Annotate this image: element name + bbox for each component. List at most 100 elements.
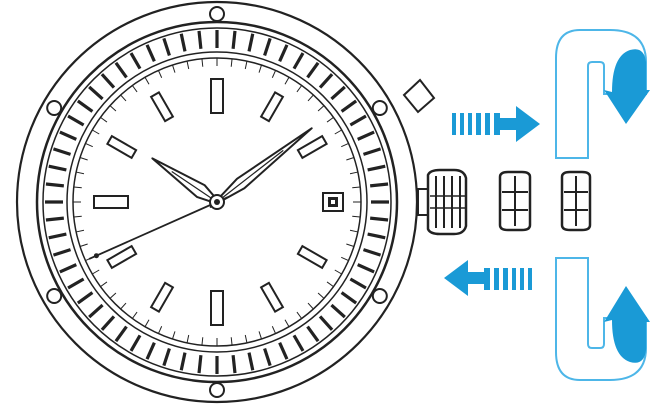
minute-tick: [144, 77, 150, 85]
rehaut-ring: [66, 51, 368, 353]
bezel-tick: [59, 130, 77, 141]
case-screw: [46, 100, 63, 116]
bezel-tick: [340, 99, 358, 113]
minute-tick: [172, 331, 176, 340]
minute-tick: [144, 319, 150, 327]
rotate-counterclockwise-up-icon: [555, 257, 650, 381]
bezel-tick: [52, 147, 72, 156]
bezel-tick: [306, 61, 320, 79]
minute-tick: [120, 94, 127, 102]
minute-tick: [201, 337, 204, 346]
minute-tick: [186, 61, 190, 70]
minute-tick: [157, 326, 163, 334]
center-pin-dot: [214, 199, 220, 205]
hour-markers: [93, 78, 329, 326]
bezel-tick: [145, 44, 156, 62]
bezel-tick: [292, 334, 305, 352]
minute-tick: [296, 311, 303, 319]
bezel-tick: [349, 277, 367, 290]
minute-tick: [271, 326, 277, 334]
bezel-tick: [114, 61, 128, 79]
minute-tick: [284, 77, 290, 85]
crown-step-3: [560, 170, 592, 232]
bezel-tick: [292, 52, 305, 70]
minute-tick: [186, 334, 190, 343]
bezel-tick: [45, 216, 65, 222]
bezel-tick: [349, 114, 367, 127]
bezel-tick: [357, 263, 375, 274]
bezel-tick: [367, 232, 386, 240]
minute-tick: [92, 269, 100, 275]
minute-tick: [92, 129, 100, 135]
hour-marker-2: [296, 134, 329, 160]
hour-hand-center-line: [171, 170, 218, 203]
bezel-tick: [162, 37, 171, 57]
bezel-tick: [369, 216, 389, 222]
minute-tick: [109, 292, 117, 299]
minute-tick: [100, 281, 108, 288]
hour-marker-6: [210, 290, 224, 326]
minute-tick: [334, 129, 342, 135]
minute-tick: [307, 302, 314, 310]
minute-tick: [120, 302, 127, 310]
minute-tick: [296, 85, 303, 93]
bezel-tick: [129, 334, 142, 352]
minute-tick: [346, 157, 355, 161]
bezel-tick: [48, 164, 67, 172]
minute-tick: [352, 215, 361, 218]
minute-tick: [76, 229, 85, 233]
bezel-tick: [247, 33, 255, 52]
minute-tick: [157, 70, 163, 78]
minute-tick: [352, 186, 361, 189]
case-screw: [371, 288, 388, 304]
watch: [15, 0, 468, 404]
minute-tick: [131, 85, 138, 93]
bezel-tick: [100, 73, 116, 89]
bezel-tick: [162, 347, 171, 367]
minute-tick: [73, 215, 82, 218]
crown: [417, 168, 468, 236]
bezel-tick: [362, 248, 382, 257]
bezel-tick: [76, 99, 94, 113]
minute-tick: [76, 171, 85, 175]
crown-step-2: [498, 170, 532, 232]
minute-tick: [334, 269, 342, 275]
minute-hand-center-line: [216, 149, 284, 203]
dashed-right-arrow-icon: [452, 106, 540, 142]
minute-tick: [317, 292, 325, 299]
hour-marker-7: [149, 281, 175, 314]
minute-tick: [79, 243, 88, 247]
minute-tick: [230, 58, 233, 67]
minute-tick: [131, 311, 138, 319]
bezel-tick: [367, 164, 386, 172]
bezel-tick: [145, 342, 156, 360]
bezel-tick: [179, 33, 187, 52]
second-hand: [88, 196, 229, 260]
case-screw: [209, 6, 225, 22]
bezel-tick: [67, 277, 85, 290]
date-window: [322, 192, 344, 212]
bezel-tick: [129, 52, 142, 70]
bezel-tick: [357, 130, 375, 141]
bezel-tick: [306, 325, 320, 343]
minute-tick: [326, 116, 334, 123]
minute-tick: [109, 105, 117, 112]
bezel-tick: [330, 303, 346, 319]
bezel-tick: [197, 30, 203, 50]
bezel-tick: [318, 315, 334, 331]
bezel-tick: [369, 182, 389, 188]
bezel-tick: [48, 232, 67, 240]
minute-tick: [230, 337, 233, 346]
hour-marker-9: [93, 195, 129, 209]
bezel-tick: [330, 85, 346, 101]
second-hand-tip: [93, 253, 99, 259]
bezel-tick: [114, 325, 128, 343]
bezel-tick: [231, 354, 237, 374]
bezel-tick: [362, 147, 382, 156]
bezel-tick: [340, 291, 358, 305]
bezel-tick: [88, 303, 104, 319]
minute-tick: [100, 116, 108, 123]
minute-tick: [201, 58, 204, 67]
hour-marker-1: [259, 90, 285, 123]
